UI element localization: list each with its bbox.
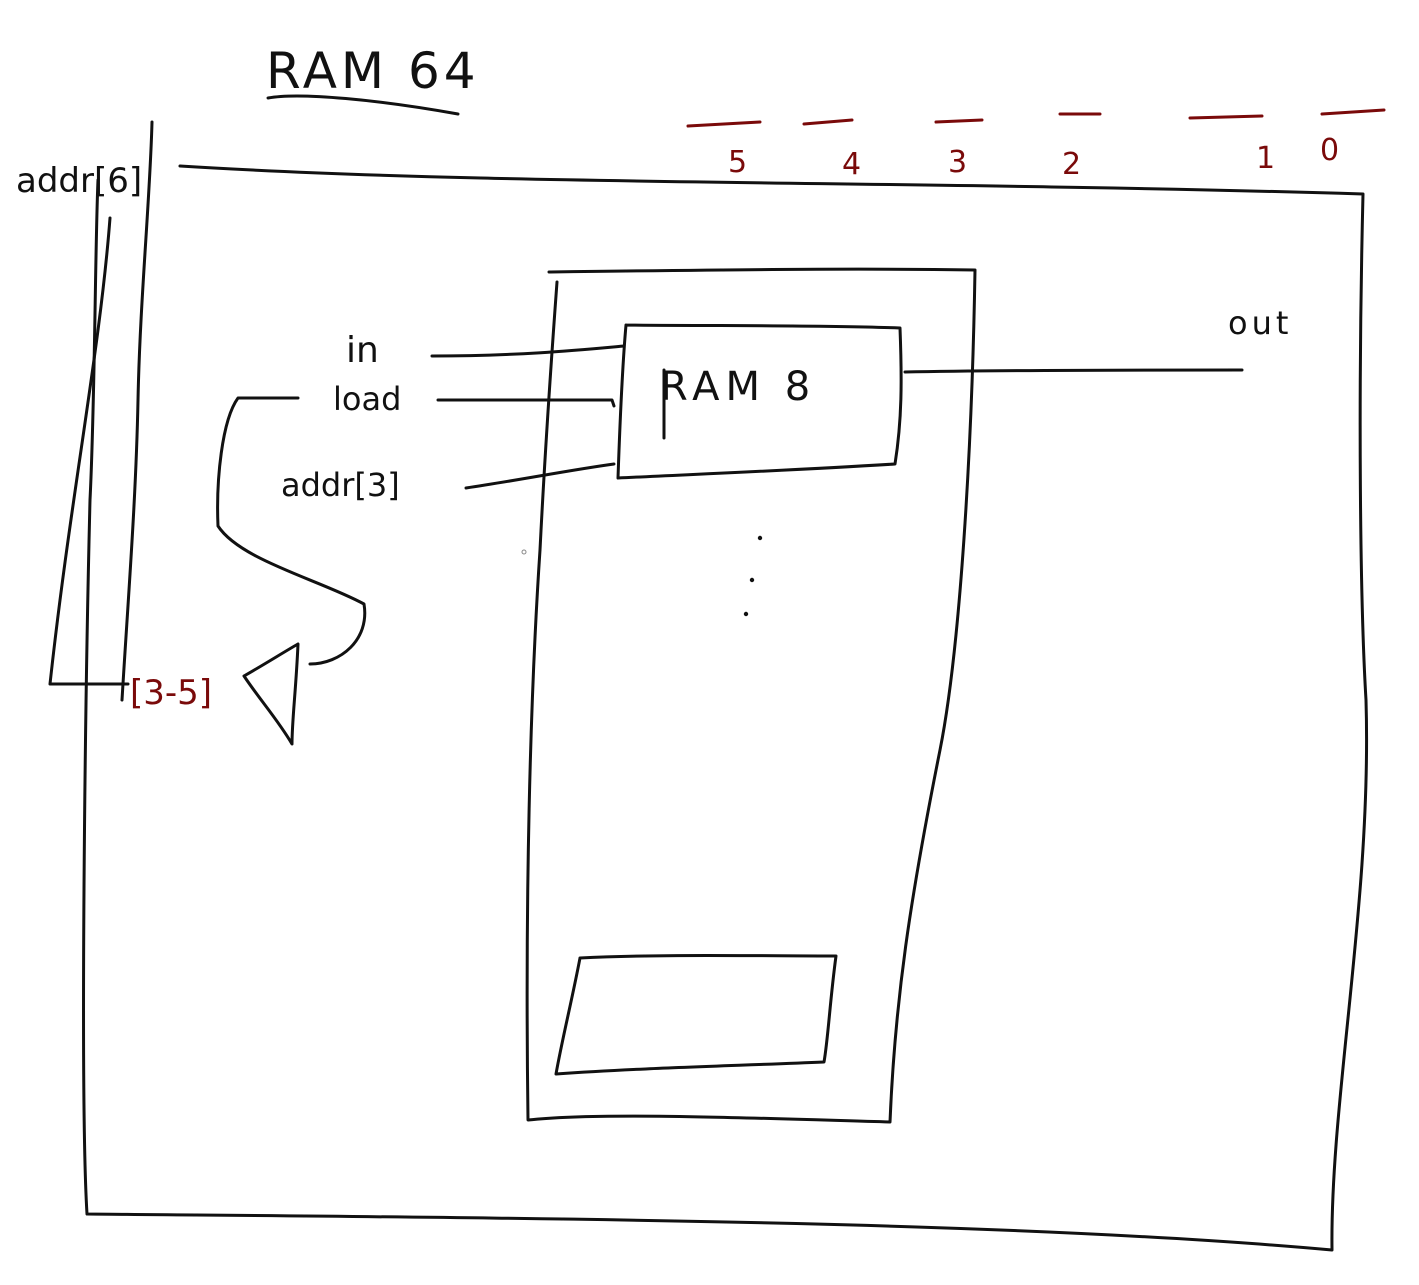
bit-dash-4 [802, 118, 854, 126]
address-slice-label: [3-5] [130, 673, 212, 713]
in-input-label: in [346, 330, 379, 371]
ram8-chip [616, 323, 903, 480]
out-wire [903, 368, 1244, 374]
bit-label-0: 0 [1320, 133, 1339, 168]
load-wire [436, 398, 616, 408]
ram8-stack-container [525, 267, 977, 1124]
load-input-label: load [333, 380, 401, 418]
bit-label-2: 2 [1062, 147, 1081, 182]
bit-label-3: 3 [948, 145, 967, 180]
diagram-title: RAM 64 [266, 42, 480, 100]
addr3-input-label: addr[3] [281, 466, 400, 504]
demux-gate [242, 642, 300, 746]
out-output-label: out [1228, 304, 1292, 342]
bit-dash-3 [934, 118, 984, 124]
outer-chip-border [82, 164, 1369, 1252]
addr-bus-wire [120, 120, 154, 702]
bit-dash-1 [1188, 114, 1264, 120]
ellipsis-dot-2 [749, 577, 755, 583]
load-routing-wire [216, 396, 367, 666]
ram8-chip-label: RAM 8 [660, 364, 816, 410]
addr3-wire [464, 462, 616, 490]
bit-labels: 5 4 3 2 1 0 [686, 108, 1386, 182]
stray-mark [521, 549, 527, 555]
ram8-chip-bottom [554, 954, 838, 1076]
bit-label-5: 5 [728, 145, 747, 180]
outer-addr-input-label: addr[6] [16, 161, 142, 201]
bit-dash-0 [1320, 108, 1386, 116]
addr-bus-wire-left [48, 216, 130, 686]
bit-dash-5 [686, 120, 762, 128]
title-underline [266, 94, 460, 116]
in-wire [430, 344, 626, 358]
bit-label-4: 4 [842, 147, 861, 182]
ellipsis-dot-1 [757, 535, 763, 541]
bit-label-1: 1 [1256, 141, 1275, 176]
ellipsis-dot-3 [743, 611, 749, 617]
